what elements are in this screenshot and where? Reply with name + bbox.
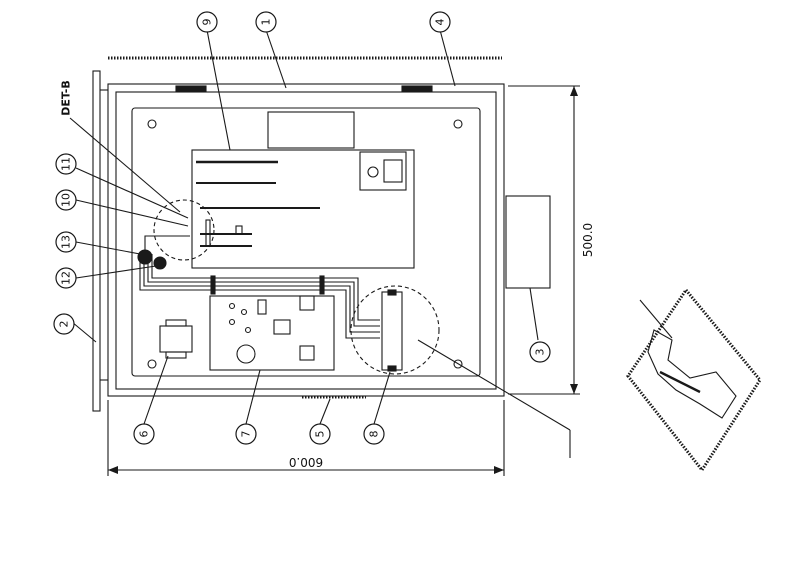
leader-7 [245,369,261,425]
svg-text:13: 13 [60,235,73,249]
dim-arrow [494,466,504,474]
leader-10 [75,199,189,227]
svg-text:3: 3 [534,349,547,356]
power-board-part [236,344,256,364]
top-box [267,111,355,149]
svg-text:10: 10 [60,193,73,207]
svg-text:9: 9 [201,19,214,26]
svg-text:12: 12 [60,271,73,285]
leader-4 [439,29,456,87]
height-dimension: 500.0 [581,223,595,257]
leader-8 [373,371,391,425]
transformer [159,325,193,353]
leader-2 [71,321,97,343]
power-board-part [299,345,315,361]
mount-hole [147,359,157,369]
callout-9: 9 [196,11,218,33]
power-board-hole [240,308,248,316]
callout-12: 12 [55,267,77,289]
power-board-hole [228,302,236,310]
callout-13: 13 [55,231,77,253]
dim-arrow [108,466,118,474]
power-board-hole [244,326,252,334]
leader-12 [75,265,157,279]
svg-text:6: 6 [138,431,151,438]
enclosure-outer [107,83,505,397]
callout-5: 5 [309,423,331,445]
dim-arrow [570,86,578,96]
svg-text:8: 8 [368,431,381,438]
power-board-hole [228,318,236,326]
main-board [191,149,415,269]
mounting-plate [131,107,481,377]
leader-11 [75,167,189,219]
leader-9 [206,29,231,151]
detail-label: DET-B [60,80,73,115]
strip-left [175,85,207,92]
mount-hole [453,119,463,129]
board-knob [367,166,379,178]
svg-text:1: 1 [260,19,273,26]
callout-2: 2 [53,313,75,335]
callout-7: 7 [235,423,257,445]
svg-text:4: 4 [434,19,447,26]
cable-tie [210,275,216,295]
side-box [505,195,551,289]
callout-10: 10 [55,189,77,211]
transformer-cap [165,319,187,327]
callout-1: 1 [255,11,277,33]
leader-detb [69,117,181,213]
detail-circle [153,199,215,261]
terminal-clip [387,289,397,296]
cable [147,254,380,327]
enlarged-terminal [647,329,737,419]
leader-6 [143,355,169,425]
terminal-clip [387,365,397,372]
leader-13 [75,241,141,255]
power-board-part [273,319,291,335]
callout-3: 3 [529,341,551,363]
leader-1 [265,29,287,89]
svg-text:5: 5 [314,431,327,438]
callout-6: 6 [133,423,155,445]
board-module [359,151,407,191]
strip-right [401,85,433,92]
enlarged-wire [659,370,701,394]
svg-text:7: 7 [240,431,253,438]
dim-arrow [570,384,578,394]
cable [151,254,380,321]
cable-tie [319,275,325,295]
terminal-detail-circle [350,285,440,375]
detail-leader [417,339,571,431]
svg-text:11: 11 [60,157,73,171]
board-part [235,225,243,235]
width-dimension: 600.0 [289,455,323,469]
cable [144,235,190,250]
cable [143,254,380,333]
power-board-part [299,295,315,311]
board-module-inner [383,159,403,183]
svg-text:2: 2 [58,321,71,328]
cable-gland-12 [153,256,167,270]
power-board [209,295,335,371]
power-board-part [257,299,267,315]
board-part [205,219,211,247]
enlarged-leader [639,299,673,339]
cable [139,254,380,339]
enclosure-inner [115,91,497,390]
mount-hole [453,359,463,369]
transformer-cap [165,351,187,359]
leader-5 [319,398,331,425]
mount-hole [147,119,157,129]
callout-11: 11 [55,153,77,175]
callout-4: 4 [429,11,451,33]
terminal-block [381,291,403,371]
door-panel [92,70,101,412]
enlarged-detail-frame [626,287,762,473]
leader-3 [529,287,539,341]
callout-8: 8 [363,423,385,445]
